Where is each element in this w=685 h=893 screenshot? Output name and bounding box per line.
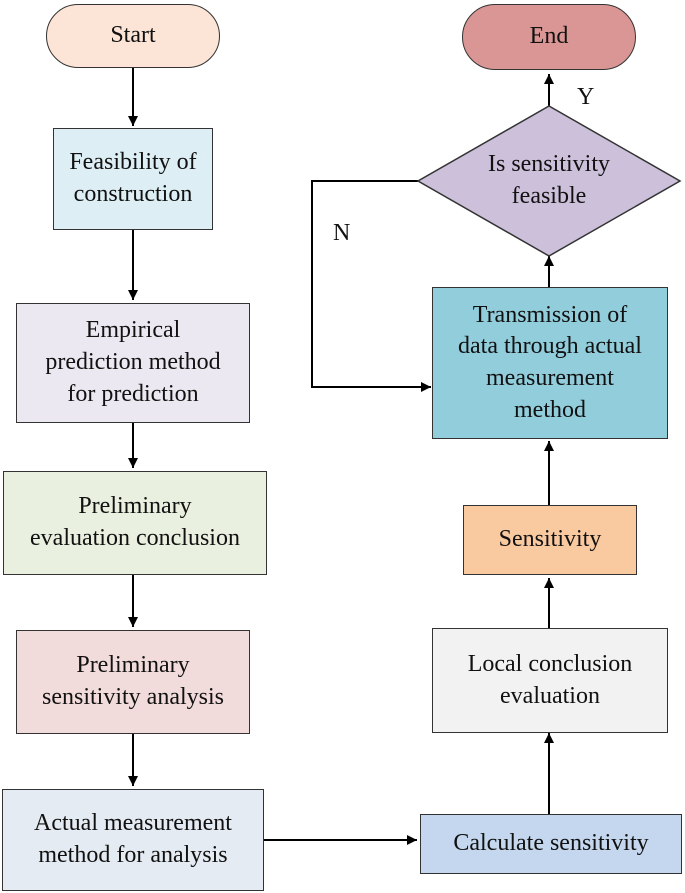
preliminary-evaluation-node: Preliminary evaluation conclusion xyxy=(3,471,267,575)
feasibility-label: Feasibility of construction xyxy=(69,149,197,207)
end-label: End xyxy=(529,23,569,50)
decision-label: Is sensitivity feasible xyxy=(487,151,610,209)
preliminary-sensitivity-node: Preliminary sensitivity analysis xyxy=(16,630,250,734)
calculate-sensitivity-node: Calculate sensitivity xyxy=(420,814,682,874)
local-conclusion-node: Local conclusion evaluation xyxy=(432,628,668,733)
empirical-prediction-label: Empirical prediction method for predicti… xyxy=(45,317,221,407)
decision-diamond xyxy=(416,105,682,257)
actual-measurement-label: Actual measurement method for analysis xyxy=(34,810,232,868)
end-node: End xyxy=(462,4,636,70)
feasibility-node: Feasibility of construction xyxy=(53,128,213,230)
arrow-decision-no-loop xyxy=(311,180,431,392)
start-node: Start xyxy=(46,4,220,68)
transmission-node: Transmission of data through actual meas… xyxy=(432,287,668,439)
sensitivity-node: Sensitivity xyxy=(463,505,637,575)
sensitivity-label: Sensitivity xyxy=(498,526,602,553)
empirical-prediction-node: Empirical prediction method for predicti… xyxy=(16,303,250,423)
yes-label: Y xyxy=(577,84,595,110)
start-label: Start xyxy=(110,22,156,49)
calculate-sensitivity-label: Calculate sensitivity xyxy=(453,830,649,857)
preliminary-evaluation-label: Preliminary evaluation conclusion xyxy=(30,493,240,551)
actual-measurement-node: Actual measurement method for analysis xyxy=(2,789,264,891)
preliminary-sensitivity-label: Preliminary sensitivity analysis xyxy=(42,652,224,710)
transmission-label: Transmission of data through actual meas… xyxy=(458,301,642,423)
local-conclusion-label: Local conclusion evaluation xyxy=(467,650,633,709)
no-label: N xyxy=(333,220,351,246)
